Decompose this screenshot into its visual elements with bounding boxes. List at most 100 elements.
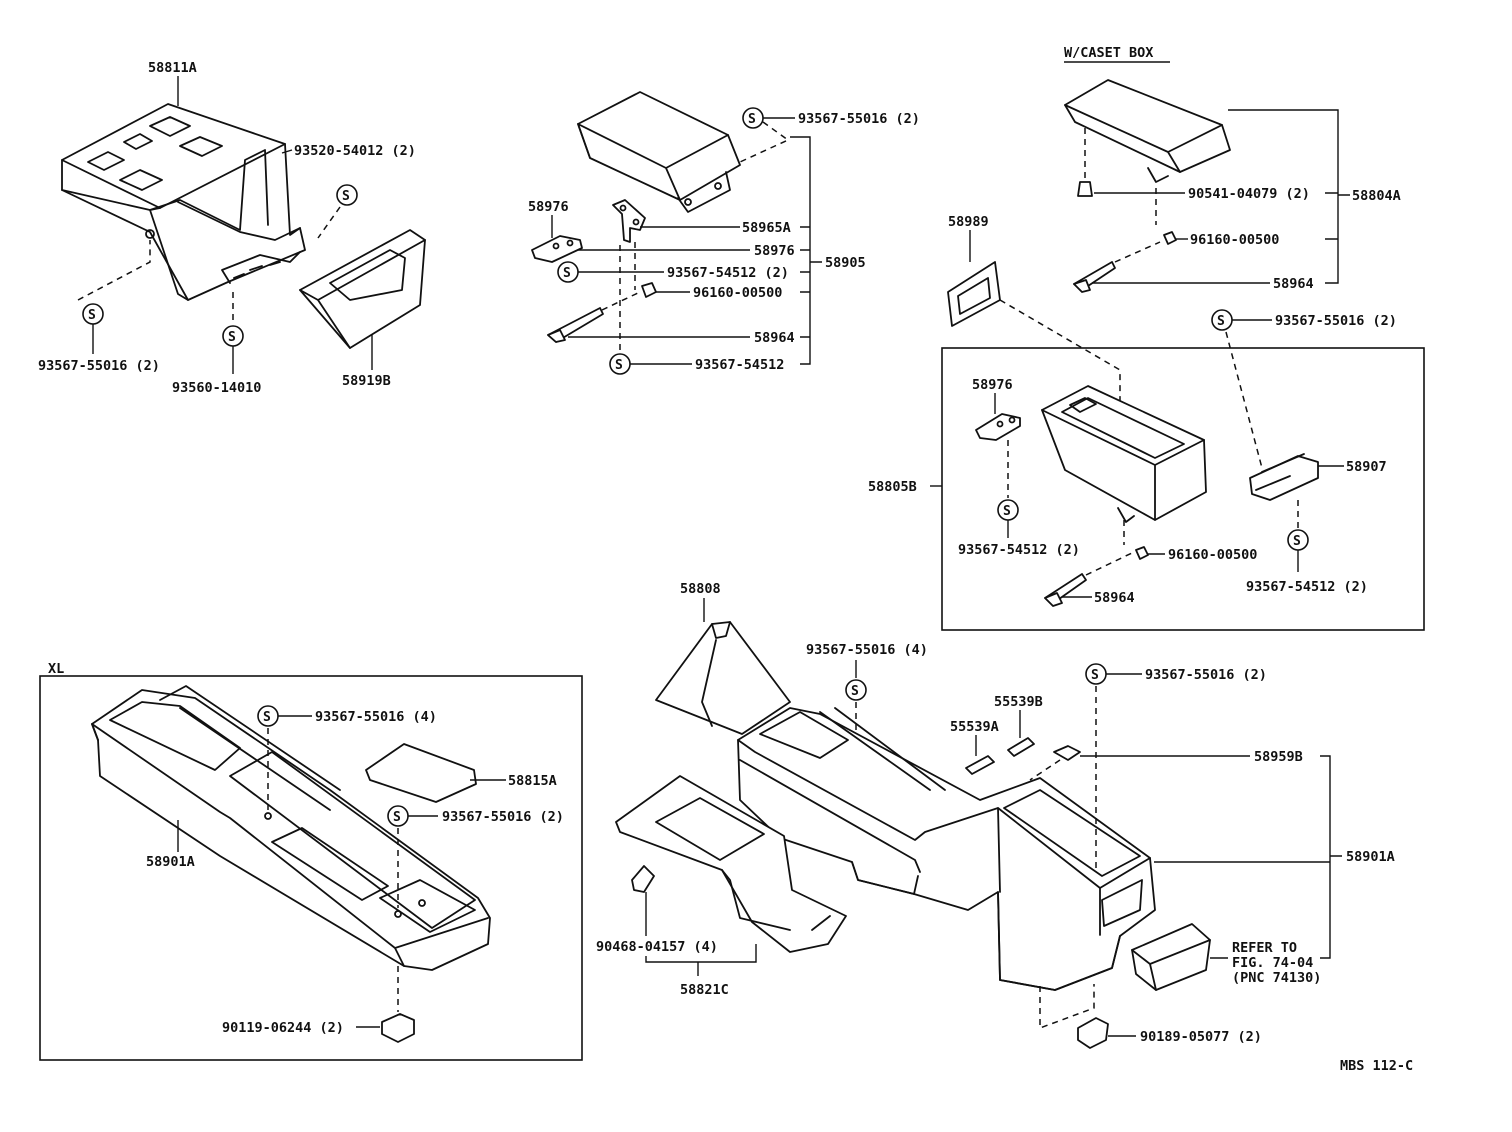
label-93567-55016-r: 93567-55016 (2) <box>1145 667 1267 683</box>
label-93567-54512-b: 93567-54512 <box>695 357 784 373</box>
label-93567-54512-d: 93567-54512 (2) <box>1246 579 1368 595</box>
label-58976-c: 58976 <box>972 377 1013 393</box>
label-93567-54512-c: 93567-54512 (2) <box>958 542 1080 558</box>
bracket-58976 <box>531 235 583 263</box>
console-box-58811A <box>61 103 306 301</box>
label-93567-55016-armtop: 93567-55016 (2) <box>798 111 920 127</box>
svg-text:S: S <box>615 358 623 373</box>
label-55539A: 55539A <box>950 719 999 735</box>
label-58808: 58808 <box>680 581 721 597</box>
label-90468-04157: 90468-04157 (4) <box>596 939 718 955</box>
label-96160-00500-b: 96160-00500 <box>1190 232 1279 248</box>
label-96160-00500-c: 96160-00500 <box>1168 547 1257 563</box>
label-58964-a: 58964 <box>754 330 795 346</box>
svg-text:S: S <box>1293 534 1301 549</box>
ashtray-refer <box>1131 923 1211 991</box>
label-58905: 58905 <box>825 255 866 271</box>
svg-text:S: S <box>228 330 236 345</box>
cassette-box-heading: W/CASET BOX <box>1064 45 1153 61</box>
rod-58964 <box>547 291 641 343</box>
screw-icon: S <box>742 107 764 129</box>
label-93567-55016-xl4: 93567-55016 (4) <box>315 709 437 725</box>
svg-text:S: S <box>88 308 96 323</box>
screw-icon: S <box>1085 663 1107 685</box>
console-58901A <box>737 707 1156 991</box>
armrest-lid <box>577 91 741 213</box>
pad-icon <box>1077 1017 1109 1049</box>
tray-58919B <box>299 229 426 349</box>
refer-line-2: FIG. 74-04 <box>1232 955 1313 971</box>
cassette-box-58805B <box>1041 385 1207 523</box>
clip-icon <box>631 865 655 893</box>
screw-icon: S <box>387 805 409 827</box>
shift-boot-58808 <box>655 621 791 735</box>
figure-code: MBS 112-C <box>1340 1058 1413 1074</box>
label-58901A-xl: 58901A <box>146 854 195 870</box>
label-90119-06244: 90119-06244 (2) <box>222 1020 344 1036</box>
svg-text:S: S <box>393 810 401 825</box>
svg-text:S: S <box>851 684 859 699</box>
bolt-icon <box>1077 181 1093 197</box>
label-93567-54512-a: 93567-54512 (2) <box>667 265 789 281</box>
label-93567-55016-tl: 93567-55016 (2) <box>38 358 160 374</box>
bracket-55539A <box>965 755 995 775</box>
label-58901A-r: 58901A <box>1346 849 1395 865</box>
panel-58821C <box>615 775 847 953</box>
panel-58989 <box>947 261 1001 327</box>
svg-text:S: S <box>1091 668 1099 683</box>
hinge-58965A <box>612 199 646 243</box>
label-58964-b: 58964 <box>1273 276 1314 292</box>
svg-text:S: S <box>563 266 571 281</box>
rod-58964 <box>1044 551 1135 607</box>
label-58919B: 58919B <box>342 373 391 389</box>
mat-58815A <box>365 743 477 803</box>
screw-icon: S <box>257 705 279 727</box>
label-93567-55016-4: 93567-55016 (4) <box>806 642 928 658</box>
bracket-55539B <box>1007 737 1035 757</box>
svg-text:S: S <box>1003 504 1011 519</box>
label-58907: 58907 <box>1346 459 1387 475</box>
label-58959B: 58959B <box>1254 749 1303 765</box>
screw-icon: S <box>1287 529 1309 551</box>
svg-text:S: S <box>342 189 350 204</box>
refer-line-1: REFER TO <box>1232 940 1297 956</box>
clip-icon <box>1135 546 1149 560</box>
label-58976-a: 58976 <box>528 199 569 215</box>
refer-line-3: (PNC 74130) <box>1232 970 1321 986</box>
label-93520-54012: 93520-54012 (2) <box>294 143 416 159</box>
xl-heading: XL <box>48 661 64 677</box>
label-58815A: 58815A <box>508 773 557 789</box>
label-90541-04079: 90541-04079 (2) <box>1188 186 1310 202</box>
label-58976-b: 58976 <box>754 243 795 259</box>
bracket-58976 <box>975 413 1021 441</box>
svg-text:S: S <box>748 112 756 127</box>
clip-icon <box>641 282 657 298</box>
console-58901A-xl <box>91 685 491 971</box>
rod-58964 <box>1073 241 1161 293</box>
label-58804A: 58804A <box>1352 188 1401 204</box>
screw-icon: S <box>222 325 244 347</box>
pad-icon <box>381 1013 415 1043</box>
cap-58959B <box>1053 745 1081 761</box>
cassette-box-frame <box>941 347 1425 631</box>
label-58989: 58989 <box>948 214 989 230</box>
screw-icon: S <box>845 679 867 701</box>
clip-icon <box>1163 231 1177 245</box>
label-58811A: 58811A <box>148 60 197 76</box>
screw-icon: S <box>336 184 358 206</box>
svg-text:S: S <box>1217 314 1225 329</box>
screw-icon: S <box>82 303 104 325</box>
cassette-lid <box>1064 79 1231 183</box>
svg-text:S: S <box>263 710 271 725</box>
label-93560-14010: 93560-14010 <box>172 380 261 396</box>
label-58964-c: 58964 <box>1094 590 1135 606</box>
label-55539B: 55539B <box>994 694 1043 710</box>
label-90189-05077: 90189-05077 (2) <box>1140 1029 1262 1045</box>
screw-icon: S <box>997 499 1019 521</box>
label-93567-55016-xl2: 93567-55016 (2) <box>442 809 564 825</box>
label-58821C: 58821C <box>680 982 729 998</box>
label-96160-00500-a: 96160-00500 <box>693 285 782 301</box>
bracket-58907 <box>1249 453 1319 501</box>
